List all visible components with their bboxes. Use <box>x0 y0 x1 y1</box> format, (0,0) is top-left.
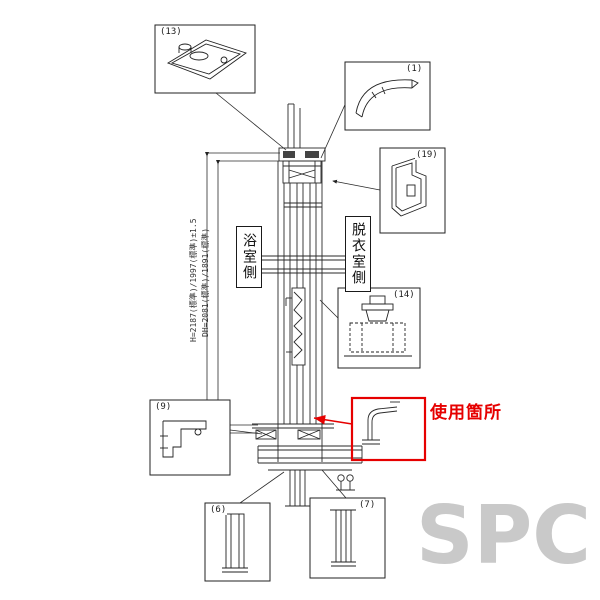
callout-box-6 <box>204 502 271 582</box>
callout-label-19: (19) <box>415 150 439 160</box>
leader-lines <box>215 92 381 504</box>
callout-label-13: (13) <box>159 27 183 37</box>
callout-label-7: (7) <box>358 500 377 510</box>
dressing-side-label: 脱衣室側 <box>345 216 371 292</box>
bath-side-label: 浴室側 <box>236 226 262 288</box>
usage-location-label: 使用箇所 <box>430 403 502 423</box>
dimension-door-height-text: DH=2081(標準)/1891(標準) <box>201 227 210 337</box>
dimension-lines <box>205 152 280 434</box>
main-frame-drawing <box>251 103 363 507</box>
callout-label-1: (1) <box>405 64 424 74</box>
callout-box-14 <box>337 287 421 369</box>
callout-label-9: (9) <box>154 402 173 412</box>
callout-box-7 <box>309 497 386 579</box>
highlight-box <box>313 396 427 462</box>
callout-box-9 <box>149 399 231 476</box>
spc-watermark: SPC <box>416 489 591 582</box>
callout-label-6: (6) <box>209 505 228 515</box>
callout-label-14: (14) <box>392 290 416 300</box>
callout-box-19 <box>379 147 446 234</box>
dimension-height-text: H=2187(標準)/1997(標準)±1.5 <box>189 218 198 342</box>
highlight-part-sketch <box>362 401 400 445</box>
